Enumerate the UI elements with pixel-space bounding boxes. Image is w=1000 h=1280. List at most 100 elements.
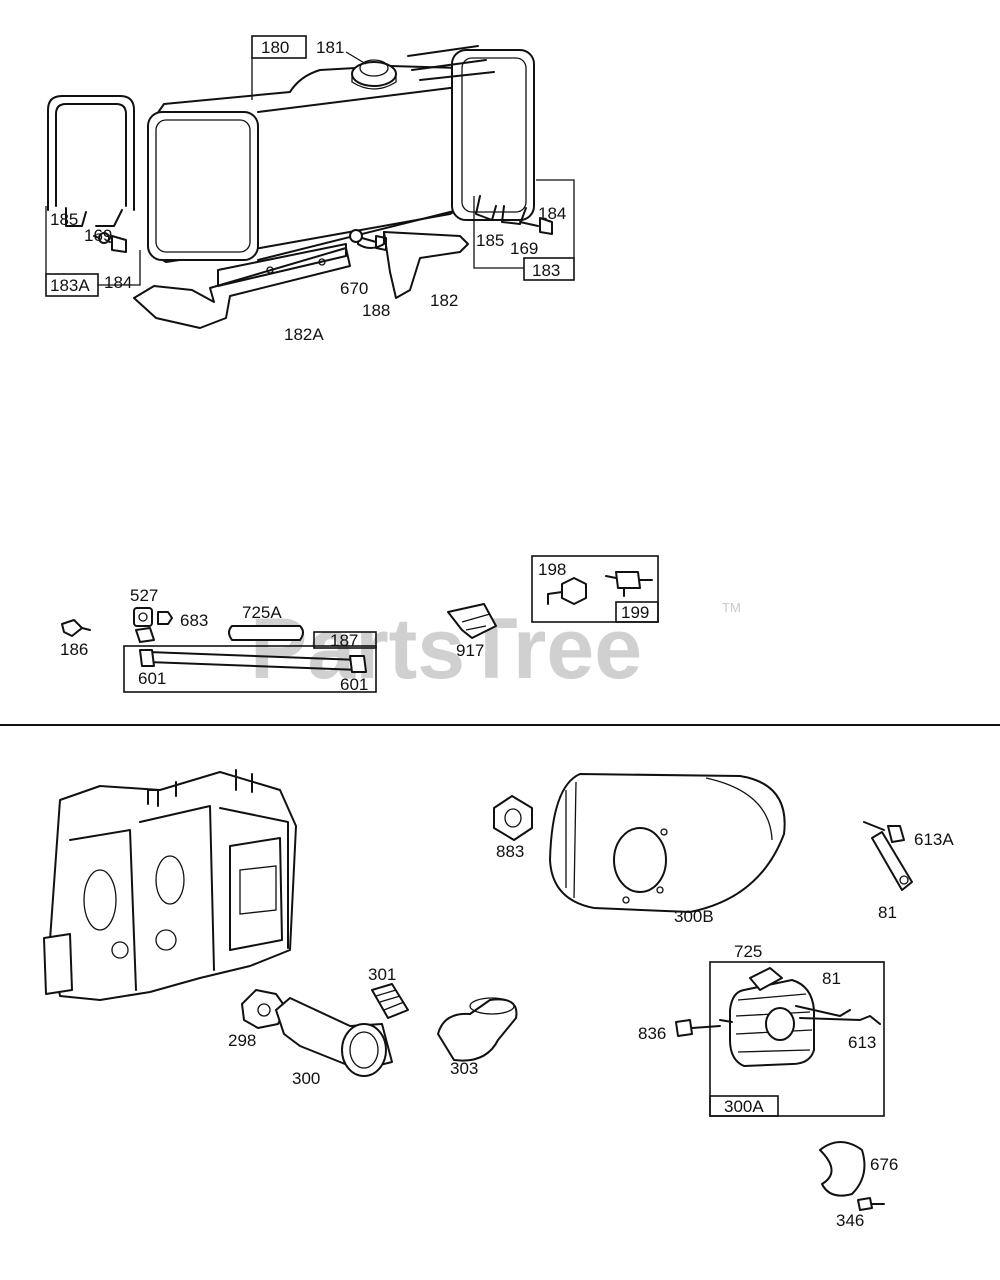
- right-strap-bolt[interactable]: [519, 217, 553, 235]
- clip-917[interactable]: [447, 603, 497, 639]
- part-label: 346: [836, 1211, 864, 1230]
- fitting-186-stem: [81, 627, 91, 631]
- muffler-300a-outlet: [765, 1007, 795, 1041]
- part-label: 601: [138, 669, 166, 688]
- part-label: 527: [130, 586, 158, 605]
- guard-676[interactable]: [819, 1141, 866, 1197]
- clip-527[interactable]: [133, 607, 153, 627]
- hose-clamp-601-right[interactable]: [349, 655, 367, 673]
- part-label: 300A: [724, 1097, 764, 1116]
- part-label: 613: [848, 1033, 876, 1052]
- screw-346[interactable]: [857, 1197, 885, 1211]
- part-label: 670: [340, 279, 368, 298]
- left-strap-nut[interactable]: [98, 232, 110, 244]
- part-label: 300B: [674, 907, 714, 926]
- screws-81-613[interactable]: [795, 1005, 881, 1025]
- part-label: 199: [621, 603, 649, 622]
- fitting-186[interactable]: [61, 619, 83, 637]
- fuel-valve-199[interactable]: [615, 571, 641, 589]
- watermark-tm: TM: [722, 600, 741, 615]
- label-box-199: [615, 601, 659, 623]
- fuel-valve-198[interactable]: [561, 577, 587, 605]
- part-label: 183: [532, 261, 560, 280]
- gasket-883[interactable]: [493, 795, 533, 841]
- muffler-group: 883 300B 613A 81 301 298 300 303 725 81 …: [43, 769, 954, 1230]
- part-label: 185: [476, 231, 504, 250]
- tank-end-face-inner: [155, 119, 251, 253]
- screw-836[interactable]: [675, 1019, 693, 1037]
- clip-527-lower[interactable]: [135, 627, 155, 643]
- muffler-300b[interactable]: [549, 773, 786, 913]
- tank-outlet: [357, 231, 385, 249]
- fuel-cap[interactable]: [351, 61, 397, 87]
- part-label: 180: [261, 38, 289, 57]
- deflector-725[interactable]: [749, 967, 783, 991]
- elbow-303-mouth: [469, 997, 515, 1015]
- watermark-text: PartsTree: [250, 601, 642, 697]
- left-tank-strap[interactable]: [47, 95, 135, 211]
- lock-nut-298-hole: [257, 1003, 271, 1017]
- part-label: 613A: [914, 830, 954, 849]
- part-label: 182A: [284, 325, 324, 344]
- label-box-183: [523, 257, 575, 281]
- part-label: 298: [228, 1031, 256, 1050]
- part-label: 184: [538, 204, 566, 223]
- hose-clamp-601-left[interactable]: [139, 649, 155, 667]
- part-label: 186: [60, 640, 88, 659]
- part-label: 184: [104, 273, 132, 292]
- muffler-300b-seams: [565, 777, 773, 899]
- tank-bracket-182[interactable]: [383, 231, 469, 299]
- fuel-cap-top: [359, 59, 389, 77]
- part-label: 836: [638, 1024, 666, 1043]
- box-183-frame: [473, 179, 575, 269]
- fuel-tank-group: 180 181 185 169 184 183A 182A 670 188 18…: [45, 35, 575, 344]
- bolt-188[interactable]: [361, 235, 387, 251]
- part-label: 169: [84, 226, 112, 245]
- fuel-line-kit-box: [123, 645, 377, 693]
- part-label: 883: [496, 842, 524, 861]
- hose-725a[interactable]: [228, 625, 304, 641]
- muffler-hole-1: [660, 828, 668, 836]
- screw-836-shank: [691, 1019, 733, 1029]
- part-label: 301: [368, 965, 396, 984]
- part-label: 187: [330, 631, 358, 650]
- part-label: 601: [340, 675, 368, 694]
- muffler-300-end: [341, 1023, 387, 1077]
- part-label: 725A: [242, 603, 282, 622]
- part-label: 198: [538, 560, 566, 579]
- part-label: 182: [430, 291, 458, 310]
- screw-683[interactable]: [157, 611, 173, 625]
- muffler-hole-2: [656, 886, 664, 894]
- nipple-301[interactable]: [371, 983, 409, 1019]
- gasket-883-hole: [504, 808, 522, 828]
- part-label: 188: [362, 301, 390, 320]
- label-box-300a: [709, 1095, 779, 1117]
- part-label: 683: [180, 611, 208, 630]
- fuel-cap-skirt: [351, 74, 397, 90]
- clip-917-detail: [461, 613, 491, 631]
- right-strap-bands: [407, 45, 495, 81]
- fuel-line-group: 527 683 725A 186 187 601 601 917 198 199: [60, 555, 659, 694]
- part-label: 183A: [50, 276, 90, 295]
- part-label: 169: [510, 239, 538, 258]
- part-label: 676: [870, 1155, 898, 1174]
- part-label: 81: [878, 903, 897, 922]
- right-strap-clip[interactable]: [475, 195, 527, 225]
- part-label: 185: [50, 210, 78, 229]
- screw-613a[interactable]: [863, 821, 905, 843]
- part-label: 725: [734, 942, 762, 961]
- bracket-81-hole: [899, 875, 909, 885]
- bracket-hole-1: [266, 266, 274, 274]
- fuel-valve-199-stems: [605, 575, 653, 597]
- bracket-81[interactable]: [871, 831, 913, 891]
- fuel-line-187[interactable]: [147, 651, 361, 671]
- tank-end-face: [147, 111, 259, 261]
- leader-181: [345, 51, 367, 65]
- bracket-rail: [217, 243, 347, 287]
- box-183a-frame: [45, 206, 141, 286]
- washer-670[interactable]: [349, 229, 363, 243]
- elbow-303[interactable]: [437, 998, 518, 1062]
- left-strap-clip[interactable]: [65, 207, 123, 227]
